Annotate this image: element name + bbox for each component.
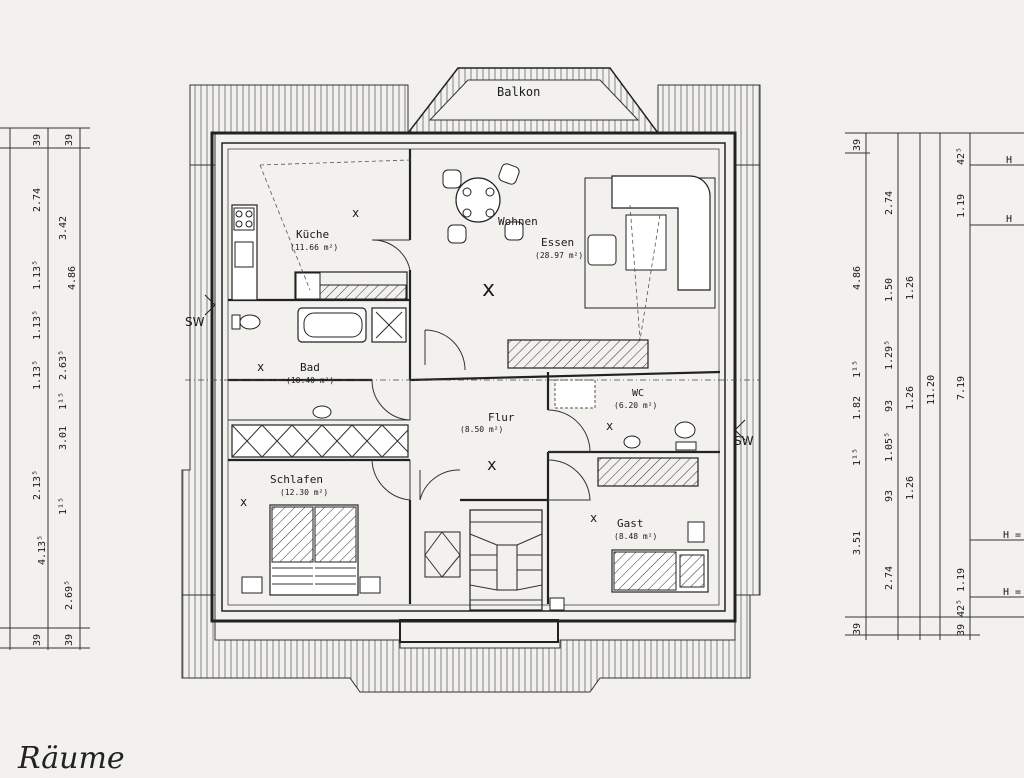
dim-left-7: 39 bbox=[32, 634, 43, 646]
dim-right-17: 1.26 bbox=[905, 476, 916, 500]
dim-left-13: 4.13⁵ bbox=[37, 535, 48, 565]
room-cross-gast: x bbox=[590, 511, 597, 525]
room-kueche: x Küche (11.66 m²) bbox=[231, 159, 411, 301]
dim-right-16: 1.26 bbox=[905, 386, 916, 410]
room-wohnen-essen: x Wohnen Essen (28.97 m²) bbox=[442, 163, 716, 369]
dim-right-24: 39 bbox=[956, 624, 967, 636]
dim-left-14: 2.69⁵ bbox=[64, 580, 75, 610]
handwritten-note: Räume bbox=[17, 741, 125, 776]
dim-right-10: 1.29⁵ bbox=[884, 340, 895, 370]
wardrobe-schlafen bbox=[231, 424, 409, 458]
dimension-chain-left: 39 2.74 1.13⁵ 1.13⁵ 1.13⁵ 2.13⁵ 39 3.42 … bbox=[0, 127, 90, 650]
room-label-essen: Essen bbox=[541, 236, 574, 249]
dim-left-1: 39 bbox=[32, 134, 43, 146]
h-mark-1: H bbox=[1006, 155, 1012, 166]
dim-left-9: 2.63⁵ bbox=[58, 350, 69, 380]
dim-right-7: 39 bbox=[852, 623, 863, 635]
room-label-gast: Gast bbox=[617, 517, 644, 530]
room-label-wc: WC bbox=[632, 388, 644, 399]
room-flur: Flur (8.50 m²) x bbox=[460, 411, 515, 474]
dim-right-20: 42⁵ bbox=[956, 147, 967, 165]
dim-left-16: 39 bbox=[64, 134, 75, 146]
dim-left-11: 3.01 bbox=[58, 426, 69, 450]
room-label-wohnen: Wohnen bbox=[498, 215, 538, 228]
room-label-balkon: Balkon bbox=[497, 85, 540, 99]
dim-right-12: 1.05⁵ bbox=[884, 432, 895, 462]
room-cross-kueche: x bbox=[352, 206, 359, 220]
room-area-wc: (6.20 m²) bbox=[614, 401, 657, 410]
dim-left-12: 1¹⁵ bbox=[58, 497, 69, 515]
dim-left-17: 4.86 bbox=[67, 266, 78, 290]
h-mark-2: H bbox=[1006, 214, 1012, 225]
room-area-flur: (8.50 m²) bbox=[460, 425, 503, 434]
room-cross-bad: x bbox=[257, 360, 264, 374]
dim-left-3: 1.13⁵ bbox=[32, 260, 43, 290]
sw-marker-left: SW bbox=[185, 294, 216, 329]
dim-left-6: 2.13⁵ bbox=[32, 470, 43, 500]
svg-text:SW: SW bbox=[185, 315, 205, 329]
room-label-kueche: Küche bbox=[296, 228, 329, 241]
dimension-chain-right: 39 4.86 1¹⁵ 1.82 1¹⁵ 3.51 39 2.74 1.50 1… bbox=[845, 132, 1024, 640]
dim-right-13: 93 bbox=[884, 490, 895, 502]
dim-right-6: 3.51 bbox=[852, 531, 863, 555]
room-area-kueche: (11.66 m²) bbox=[290, 243, 338, 252]
dim-right-14: 2.74 bbox=[884, 566, 895, 590]
dim-right-9: 1.50 bbox=[884, 278, 895, 302]
room-cross-wohnen: x bbox=[482, 277, 495, 302]
dim-right-21: 1.19 bbox=[956, 194, 967, 218]
dim-right-3: 1¹⁵ bbox=[852, 360, 863, 378]
room-bad: x Bad (10.40 m²) bbox=[231, 307, 407, 419]
room-label-schlafen: Schlafen bbox=[270, 473, 323, 486]
exterior-walls bbox=[210, 131, 737, 643]
room-label-flur: Flur bbox=[488, 411, 515, 424]
doors bbox=[371, 239, 591, 501]
dim-right-23: 42⁵ bbox=[956, 599, 967, 617]
h-mark-3: H = bbox=[1003, 530, 1021, 541]
dim-left-4: 1.13⁵ bbox=[32, 310, 43, 340]
dim-left-10: 1¹⁵ bbox=[58, 392, 69, 410]
dim-right-4: 1.82 bbox=[852, 396, 863, 420]
room-area-schlafen: (12.30 m²) bbox=[280, 488, 328, 497]
staircase bbox=[424, 509, 543, 611]
dim-right-22: 1.19 bbox=[956, 568, 967, 592]
dim-right-8: 2.74 bbox=[884, 191, 895, 215]
room-area-essen: (28.97 m²) bbox=[535, 251, 583, 260]
room-gast: x Gast (8.48 m²) bbox=[549, 511, 709, 611]
dim-right-1: 39 bbox=[852, 139, 863, 151]
dim-right-2: 4.86 bbox=[852, 266, 863, 290]
room-wc: x WC (6.20 m²) bbox=[554, 379, 699, 487]
dim-left-15: 39 bbox=[64, 634, 75, 646]
dim-right-11: 93 bbox=[884, 400, 895, 412]
svg-text:SW: SW bbox=[734, 434, 754, 448]
dim-right-19: 7.19 bbox=[956, 376, 967, 400]
dim-right-15: 1.26 bbox=[905, 276, 916, 300]
room-cross-schlafen: x bbox=[240, 495, 247, 509]
dim-left-2: 2.74 bbox=[32, 188, 43, 212]
dim-right-5: 1¹⁵ bbox=[852, 448, 863, 466]
balcony: Balkon bbox=[406, 67, 660, 134]
room-area-bad: (10.40 m²) bbox=[286, 376, 334, 385]
sw-marker-right: SW bbox=[734, 419, 754, 448]
h-mark-4: H = bbox=[1003, 587, 1021, 598]
dim-right-18: 11.20 bbox=[926, 375, 937, 405]
dim-left-8: 3.42 bbox=[58, 216, 69, 240]
room-label-bad: Bad bbox=[300, 361, 320, 374]
room-cross-wc: x bbox=[606, 419, 613, 433]
room-schlafen: x Schlafen (12.30 m²) bbox=[240, 473, 381, 596]
dim-left-5: 1.13⁵ bbox=[32, 360, 43, 390]
room-cross-flur: x bbox=[487, 455, 497, 474]
room-area-gast: (8.48 m²) bbox=[614, 532, 657, 541]
